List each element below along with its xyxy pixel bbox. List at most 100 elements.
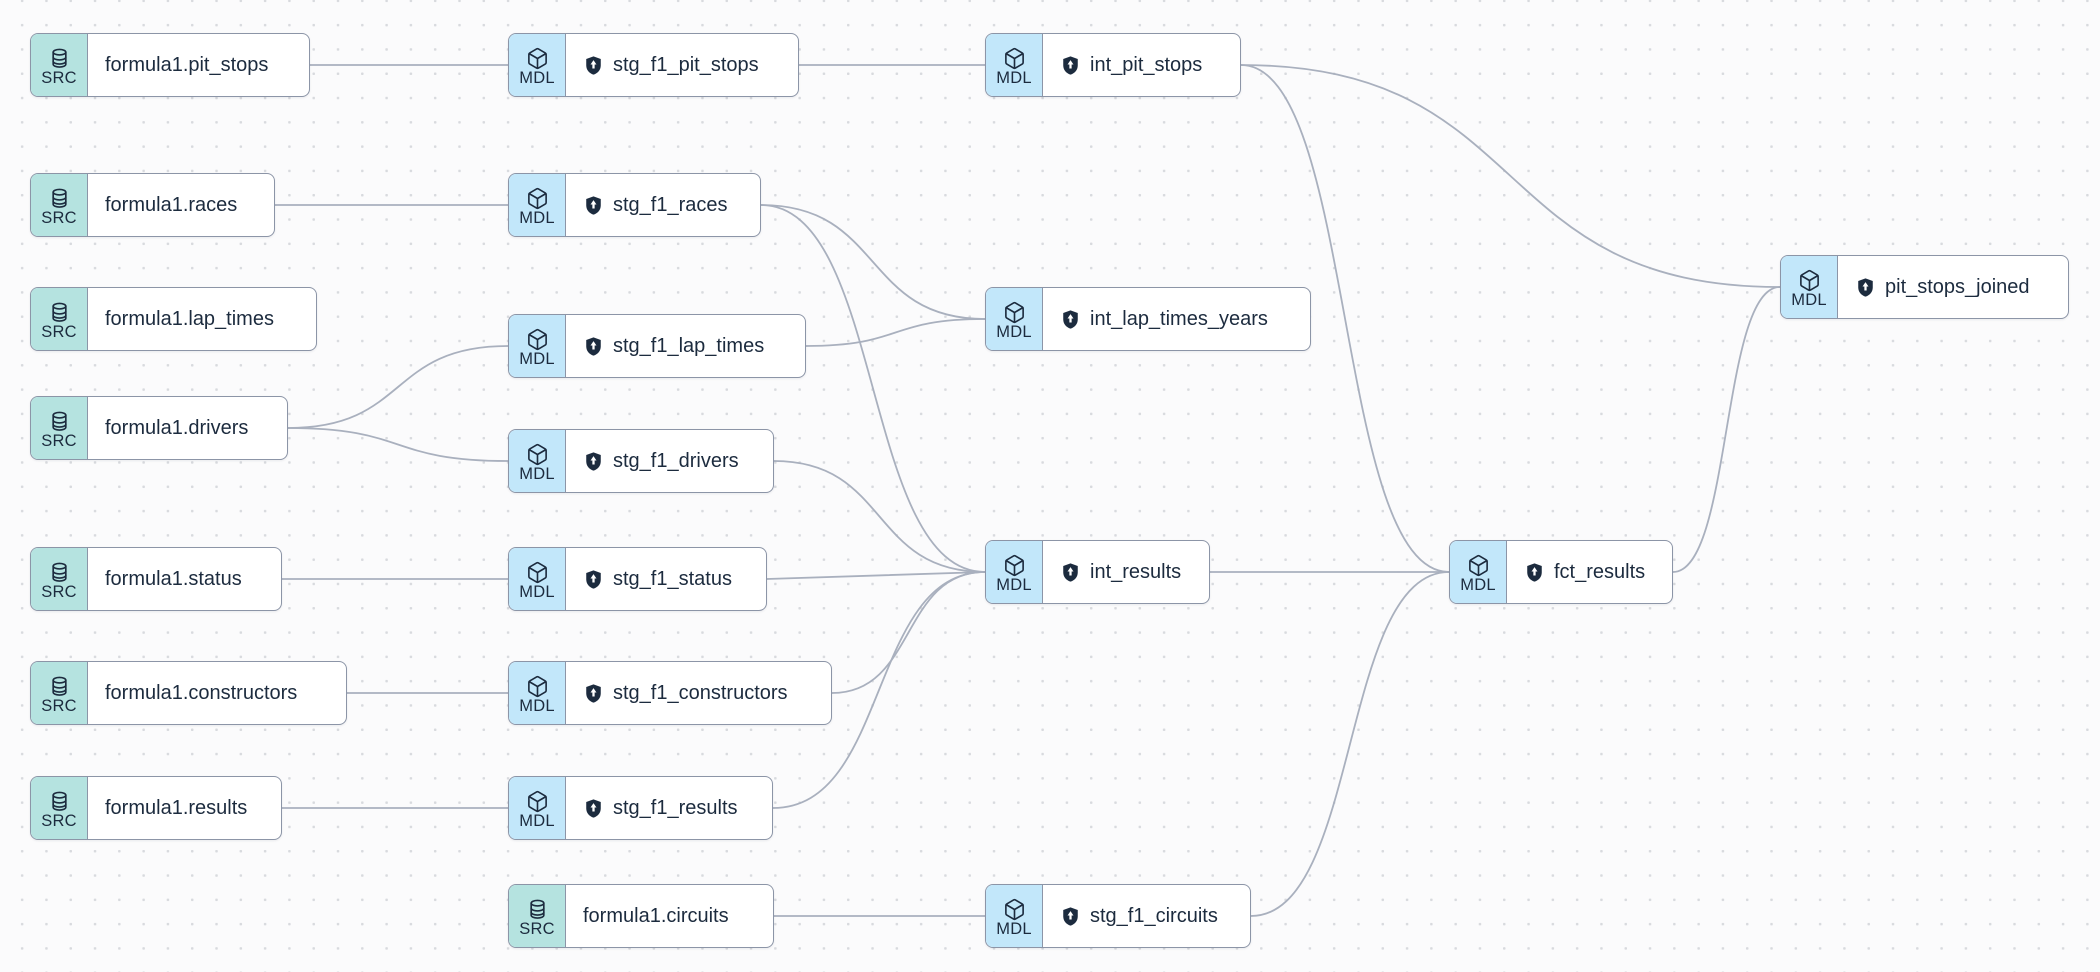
source-badge: SRC	[31, 174, 88, 236]
shield-icon	[586, 451, 601, 471]
node-label: formula1.circuits	[583, 904, 729, 927]
cube-icon	[527, 187, 547, 209]
node-label: stg_f1_drivers	[613, 449, 739, 472]
badge-label: SRC	[41, 322, 77, 341]
node-body: pit_stops_joined	[1838, 256, 2068, 318]
node-label: stg_f1_status	[613, 567, 732, 590]
badge-label: SRC	[41, 582, 77, 601]
node-formula1-constructors[interactable]: SRC formula1.constructors	[30, 661, 347, 725]
node-formula1-races[interactable]: SRC formula1.races	[30, 173, 275, 237]
node-label: formula1.results	[105, 796, 248, 819]
node-stg-f1-status[interactable]: MDL stg_f1_status	[508, 547, 767, 611]
node-body: formula1.races	[88, 174, 274, 236]
node-label: stg_f1_constructors	[613, 681, 788, 704]
node-body: stg_f1_drivers	[566, 430, 773, 492]
edge-stg_lap_times-to-int_lap_times_years	[805, 318, 986, 347]
edge-stg_constructors-to-int_results	[831, 571, 986, 694]
source-badge: SRC	[31, 548, 88, 610]
node-formula1-pit-stops[interactable]: SRC formula1.pit_stops	[30, 33, 310, 97]
shield-icon	[586, 683, 601, 703]
node-body: fct_results	[1507, 541, 1672, 603]
model-badge: MDL	[509, 548, 566, 610]
node-formula1-circuits[interactable]: SRC formula1.circuits	[508, 884, 774, 948]
node-pit-stops-joined[interactable]: MDL pit_stops_joined	[1780, 255, 2069, 319]
edge-stg_races-to-int_results	[760, 204, 986, 573]
badge-label: MDL	[519, 582, 555, 601]
model-badge: MDL	[509, 430, 566, 492]
badge-label: MDL	[519, 811, 555, 830]
node-body: stg_f1_constructors	[566, 662, 831, 724]
node-stg-f1-pit-stops[interactable]: MDL stg_f1_pit_stops	[508, 33, 799, 97]
node-label: formula1.pit_stops	[105, 53, 269, 76]
node-stg-f1-circuits[interactable]: MDL stg_f1_circuits	[985, 884, 1251, 948]
model-badge: MDL	[986, 541, 1043, 603]
node-label: formula1.races	[105, 193, 238, 216]
node-formula1-drivers[interactable]: SRC formula1.drivers	[30, 396, 288, 460]
node-body: formula1.constructors	[88, 662, 346, 724]
node-body: formula1.results	[88, 777, 281, 839]
cube-icon	[527, 675, 547, 697]
shield-icon	[1063, 309, 1078, 329]
node-stg-f1-lap-times[interactable]: MDL stg_f1_lap_times	[508, 314, 806, 378]
node-body: stg_f1_circuits	[1043, 885, 1250, 947]
node-int-results[interactable]: MDL int_results	[985, 540, 1210, 604]
shield-icon	[1063, 562, 1078, 582]
cube-icon	[527, 561, 547, 583]
badge-label: SRC	[41, 208, 77, 227]
node-formula1-lap-times[interactable]: SRC formula1.lap_times	[30, 287, 317, 351]
source-badge: SRC	[31, 34, 88, 96]
cube-icon	[1004, 898, 1024, 920]
node-label: stg_f1_pit_stops	[613, 53, 759, 76]
node-body: stg_f1_pit_stops	[566, 34, 798, 96]
cube-icon	[1799, 269, 1819, 291]
edge-fct_results-to-pit_stops_joined	[1672, 286, 1781, 573]
model-badge: MDL	[986, 34, 1043, 96]
node-formula1-results[interactable]: SRC formula1.results	[30, 776, 282, 840]
node-int-lap-times-years[interactable]: MDL int_lap_times_years	[985, 287, 1311, 351]
node-formula1-status[interactable]: SRC formula1.status	[30, 547, 282, 611]
shield-icon	[586, 569, 601, 589]
edge-stg_circuits-to-fct_results	[1250, 571, 1450, 917]
node-body: stg_f1_races	[566, 174, 760, 236]
database-icon	[51, 188, 67, 208]
edge-int_pit_stops-to-pit_stops_joined	[1240, 64, 1781, 288]
cube-icon	[1004, 554, 1024, 576]
badge-label: MDL	[519, 68, 555, 87]
badge-label: MDL	[519, 208, 555, 227]
node-stg-f1-races[interactable]: MDL stg_f1_races	[508, 173, 761, 237]
shield-icon	[586, 195, 601, 215]
shield-icon	[1063, 906, 1078, 926]
badge-label: MDL	[1460, 575, 1496, 594]
database-icon	[51, 411, 67, 431]
cube-icon	[527, 790, 547, 812]
node-stg-f1-results[interactable]: MDL stg_f1_results	[508, 776, 773, 840]
edge-src_drivers-to-stg_drivers	[287, 427, 509, 462]
node-body: int_lap_times_years	[1043, 288, 1310, 350]
cube-icon	[527, 443, 547, 465]
cube-icon	[1004, 301, 1024, 323]
node-int-pit-stops[interactable]: MDL int_pit_stops	[985, 33, 1241, 97]
cube-icon	[1004, 47, 1024, 69]
node-label: stg_f1_lap_times	[613, 334, 765, 357]
database-icon	[51, 562, 67, 582]
node-label: formula1.lap_times	[105, 307, 274, 330]
database-icon	[51, 791, 67, 811]
node-label: fct_results	[1554, 560, 1646, 583]
model-badge: MDL	[509, 34, 566, 96]
badge-label: MDL	[996, 919, 1032, 938]
node-body: int_results	[1043, 541, 1209, 603]
database-icon	[529, 899, 545, 919]
node-body: stg_f1_results	[566, 777, 772, 839]
node-body: formula1.lap_times	[88, 288, 316, 350]
node-stg-f1-drivers[interactable]: MDL stg_f1_drivers	[508, 429, 774, 493]
node-label: formula1.constructors	[105, 681, 298, 704]
badge-label: SRC	[519, 919, 555, 938]
edge-stg_drivers-to-int_results	[773, 460, 986, 573]
node-stg-f1-constructors[interactable]: MDL stg_f1_constructors	[508, 661, 832, 725]
badge-label: MDL	[996, 322, 1032, 341]
node-fct-results[interactable]: MDL fct_results	[1449, 540, 1673, 604]
shield-icon	[586, 798, 601, 818]
source-badge: SRC	[31, 777, 88, 839]
